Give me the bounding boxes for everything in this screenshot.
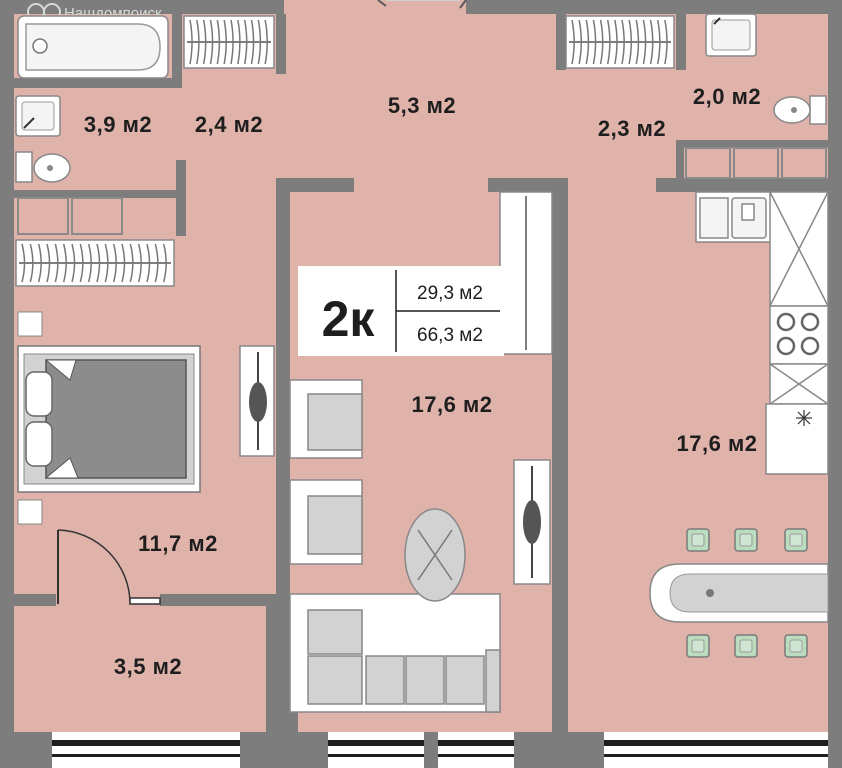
bedroom-tv — [239, 345, 275, 457]
bathtub — [17, 15, 169, 79]
bathroom-toilet — [15, 151, 71, 183]
room-area-bedroom: 11,7 м2 — [138, 531, 218, 556]
wardrobe-top-left — [183, 15, 275, 69]
wardrobe-top-right — [565, 15, 675, 69]
fridge-icon — [796, 410, 812, 426]
dining-chair — [784, 528, 808, 552]
wall-balcony-top-right — [160, 594, 290, 606]
apartment-info-card: 2к 29,3 м2 66,3 м2 — [298, 266, 504, 356]
apartment-type: 2к — [322, 291, 376, 347]
wall-wardrobe-left-right — [276, 14, 286, 74]
fridge — [765, 403, 829, 475]
wall-outer-left — [0, 0, 14, 768]
toilet-sink — [705, 13, 757, 57]
total-area-value: 66,3 м2 — [417, 325, 483, 346]
wall-toilet-stub — [676, 140, 684, 192]
room-labels: 3,9 м2 2,4 м2 5,3 м2 2,3 м2 2,0 м2 17,6 … — [84, 84, 761, 679]
wall-toilet-left — [676, 14, 686, 70]
dining-chair — [686, 528, 710, 552]
wall-living-left — [276, 178, 290, 596]
wall-kitchen-top — [656, 178, 828, 192]
sofa — [289, 379, 501, 713]
wardrobe-bedroom — [15, 239, 175, 287]
window-balcony — [52, 732, 240, 768]
wall-bedroom-top — [14, 190, 186, 198]
shelf-right-2 — [733, 147, 779, 179]
toilet-bowl — [773, 95, 827, 125]
window-living-left — [328, 732, 424, 768]
room-area-bathroom: 3,9 м2 — [84, 112, 152, 137]
bed — [17, 345, 201, 493]
wardrobe-living — [499, 191, 553, 355]
wall-living-top-right — [488, 178, 568, 192]
dining-chair — [734, 634, 758, 658]
kitchen-counter — [695, 191, 829, 475]
wall-toilet-bottom — [676, 140, 828, 148]
window-living-right — [438, 732, 514, 768]
wall-bath-bottom — [14, 78, 182, 88]
wall-wardrobe-right-left — [556, 14, 566, 70]
wall-top-right — [466, 0, 828, 14]
bathroom-sink — [15, 95, 61, 137]
wall-balcony-right — [266, 594, 290, 732]
shelf-right-3 — [781, 147, 827, 179]
window-kitchen — [604, 732, 828, 768]
room-area-hallway: 5,3 м2 — [388, 93, 456, 118]
wall-bath-right — [172, 14, 182, 88]
dining-chair — [734, 528, 758, 552]
kitchen-stove — [769, 305, 829, 365]
room-area-living-room: 17,6 м2 — [412, 392, 493, 417]
nightstand-bottom — [17, 499, 43, 525]
room-area-wardrobe-left: 2,4 м2 — [195, 112, 263, 137]
wall-top-left — [14, 0, 284, 14]
room-area-toilet: 2,0 м2 — [693, 84, 761, 109]
entrance-door — [377, 0, 467, 9]
wall-living-top-left — [276, 178, 354, 192]
windows — [52, 732, 828, 768]
stove-burners — [776, 312, 820, 356]
room-area-kitchen: 17,6 м2 — [677, 431, 758, 456]
dining-chairs — [686, 528, 808, 658]
nightstand-top — [17, 311, 43, 337]
dining-table — [649, 563, 829, 623]
living-area-value: 29,3 м2 — [417, 283, 483, 304]
shelves — [17, 147, 827, 235]
coffee-table — [404, 508, 466, 602]
living-tv — [513, 459, 551, 585]
dining-chair — [784, 634, 808, 658]
wall-outer-right — [828, 0, 842, 768]
dining-chair — [686, 634, 710, 658]
wall-balcony-top-left — [14, 594, 56, 606]
shelf-right-1 — [685, 147, 731, 179]
room-area-wardrobe-right: 2,3 м2 — [598, 116, 666, 141]
balcony-door — [57, 529, 161, 605]
wall-living-right — [552, 178, 568, 732]
shelf-left-1 — [17, 197, 69, 235]
room-area-balcony: 3,5 м2 — [114, 654, 182, 679]
kitchen-counter-left — [699, 197, 729, 239]
shelf-left-2 — [71, 197, 123, 235]
